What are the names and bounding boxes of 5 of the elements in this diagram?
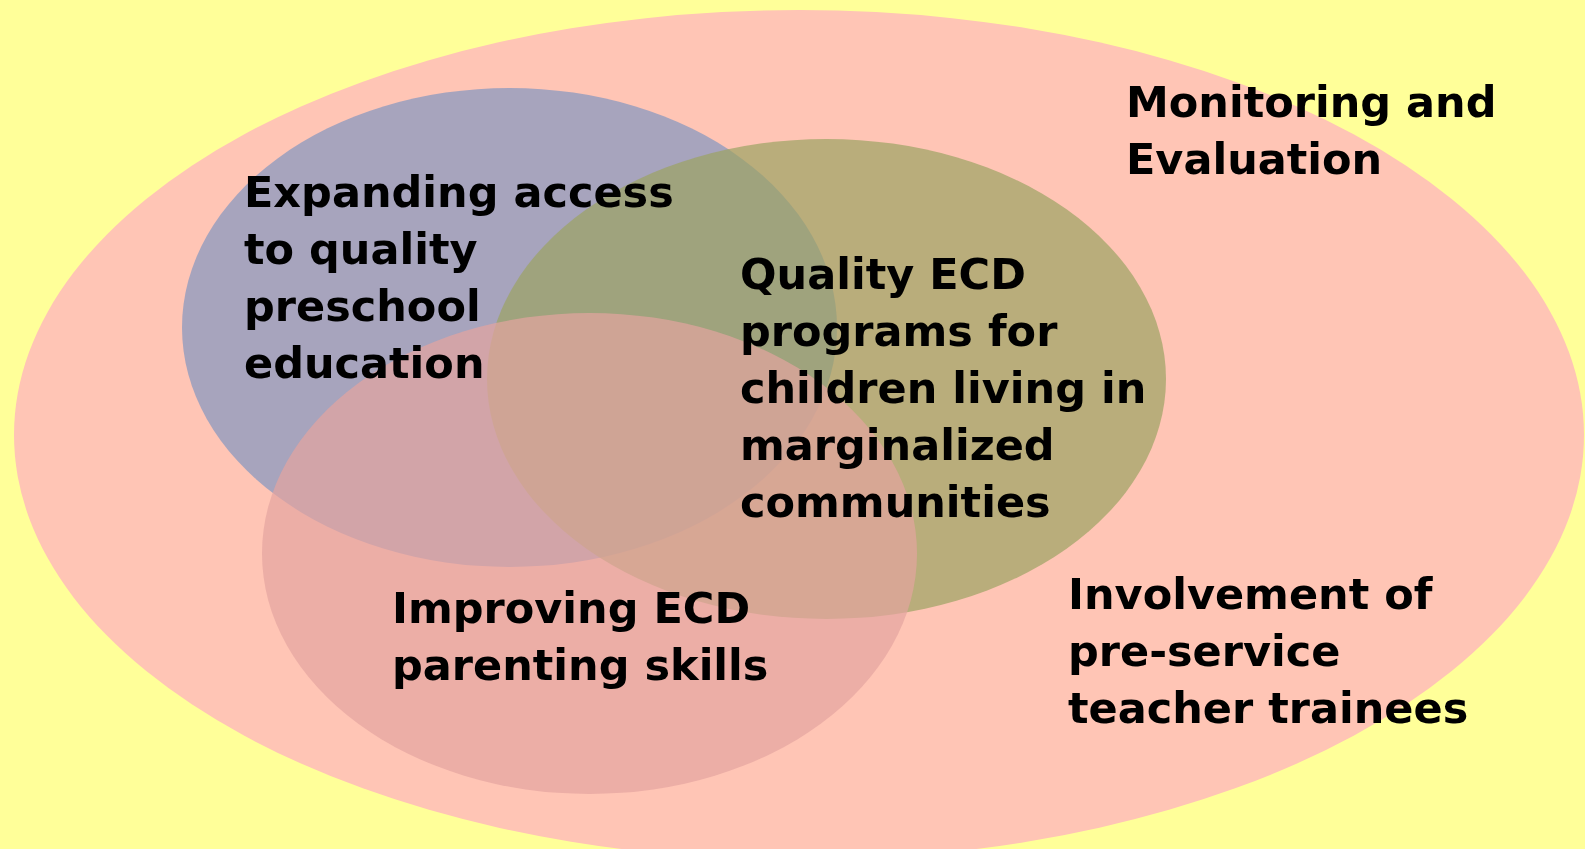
node-label: Monitoring and Evaluation	[1126, 76, 1498, 186]
node-label: Involvement of pre-service teacher trainees	[1068, 568, 1470, 735]
node-label: Improving ECD parenting skills	[392, 582, 770, 692]
node-label: Quality ECD programs for children living in marginalized communities	[740, 248, 1148, 529]
node-label: Expanding access to quality preschool education	[244, 166, 675, 390]
